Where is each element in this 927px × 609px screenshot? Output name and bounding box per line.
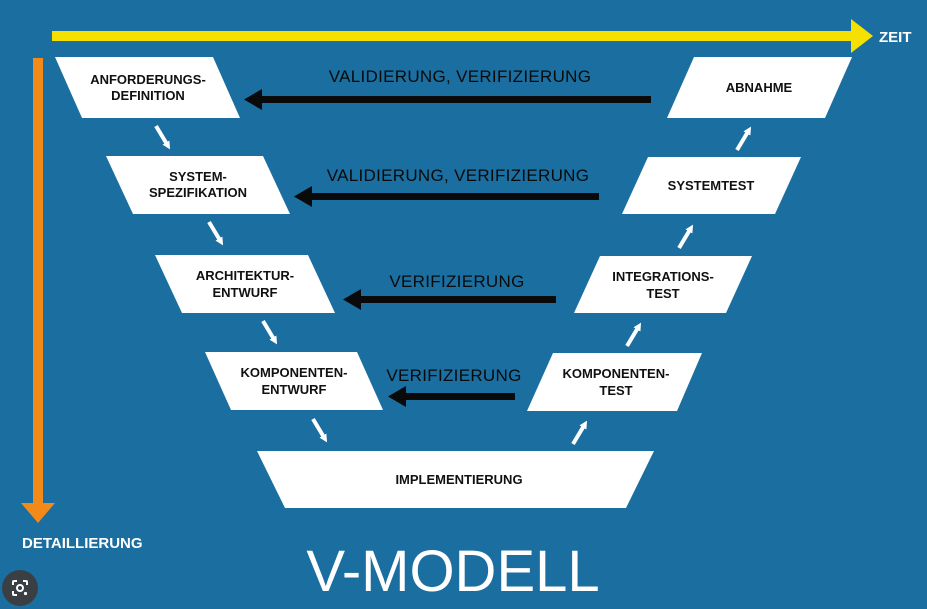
phase-label-line2: ENTWURF bbox=[213, 285, 278, 300]
phase-label-line1: INTEGRATIONS- bbox=[612, 269, 714, 284]
phase-label-line2: TEST bbox=[646, 286, 679, 301]
relation-label: VERIFIZIERUNG bbox=[389, 272, 524, 291]
flow-arrow-down bbox=[154, 124, 171, 150]
flow-arrow-down bbox=[261, 319, 278, 345]
phase-abnahme: ABNAHME bbox=[667, 57, 852, 118]
phase-label: IMPLEMENTIERUNG bbox=[395, 472, 522, 487]
detail-axis-label: DETAILLIERUNG bbox=[22, 535, 143, 552]
relation-label: VALIDIERUNG, VERIFIZIERUNG bbox=[327, 166, 590, 185]
relation-arrow-systemtest bbox=[294, 186, 599, 207]
phase-label-line1: KOMPONENTEN- bbox=[563, 366, 670, 381]
phase-label: ABNAHME bbox=[726, 80, 793, 95]
phase-systemspezifikation: SYSTEM- SPEZIFIKATION bbox=[106, 156, 290, 214]
relation-arrow-komponententest bbox=[388, 386, 515, 407]
phase-label-line2: ENTWURF bbox=[262, 382, 327, 397]
phase-label-line1: SYSTEM- bbox=[169, 169, 227, 184]
flow-arrow-up bbox=[571, 420, 588, 446]
detail-axis-arrow bbox=[21, 58, 55, 523]
phase-integrationstest: INTEGRATIONS- TEST bbox=[574, 256, 752, 313]
time-axis-label: ZEIT bbox=[879, 29, 912, 46]
phase-systemtest: SYSTEMTEST bbox=[622, 157, 801, 214]
flow-arrow-down bbox=[207, 220, 224, 246]
relation-arrow-integrationstest bbox=[343, 289, 556, 310]
flow-arrow-down bbox=[311, 417, 328, 443]
google-lens-icon[interactable] bbox=[2, 570, 38, 606]
diagram-title: V-MODELL bbox=[306, 539, 599, 604]
flow-arrow-up bbox=[677, 224, 694, 250]
phase-label: SYSTEMTEST bbox=[668, 178, 755, 193]
phase-label-line1: ANFORDERUNGS- bbox=[90, 72, 206, 87]
phase-architekturentwurf: ARCHITEKTUR- ENTWURF bbox=[155, 255, 335, 313]
phase-label-line2: TEST bbox=[599, 383, 632, 398]
phase-komponentenentwurf: KOMPONENTEN- ENTWURF bbox=[205, 352, 383, 410]
phase-label-line2: SPEZIFIKATION bbox=[149, 185, 247, 200]
flow-arrow-up bbox=[735, 126, 752, 152]
phase-label-line1: ARCHITEKTUR- bbox=[196, 268, 294, 283]
time-axis-arrow bbox=[52, 19, 873, 53]
phase-anforderungsdefinition: ANFORDERUNGS- DEFINITION bbox=[55, 57, 240, 118]
phase-label-line1: KOMPONENTEN- bbox=[241, 365, 348, 380]
phase-implementierung: IMPLEMENTIERUNG bbox=[257, 451, 654, 508]
phase-komponententest: KOMPONENTEN- TEST bbox=[527, 353, 702, 411]
relation-label: VERIFIZIERUNG bbox=[386, 366, 521, 385]
flow-arrow-up bbox=[625, 322, 642, 348]
relation-label: VALIDIERUNG, VERIFIZIERUNG bbox=[329, 67, 592, 86]
phase-label-line2: DEFINITION bbox=[111, 88, 185, 103]
relation-arrow-abnahme bbox=[244, 89, 651, 110]
